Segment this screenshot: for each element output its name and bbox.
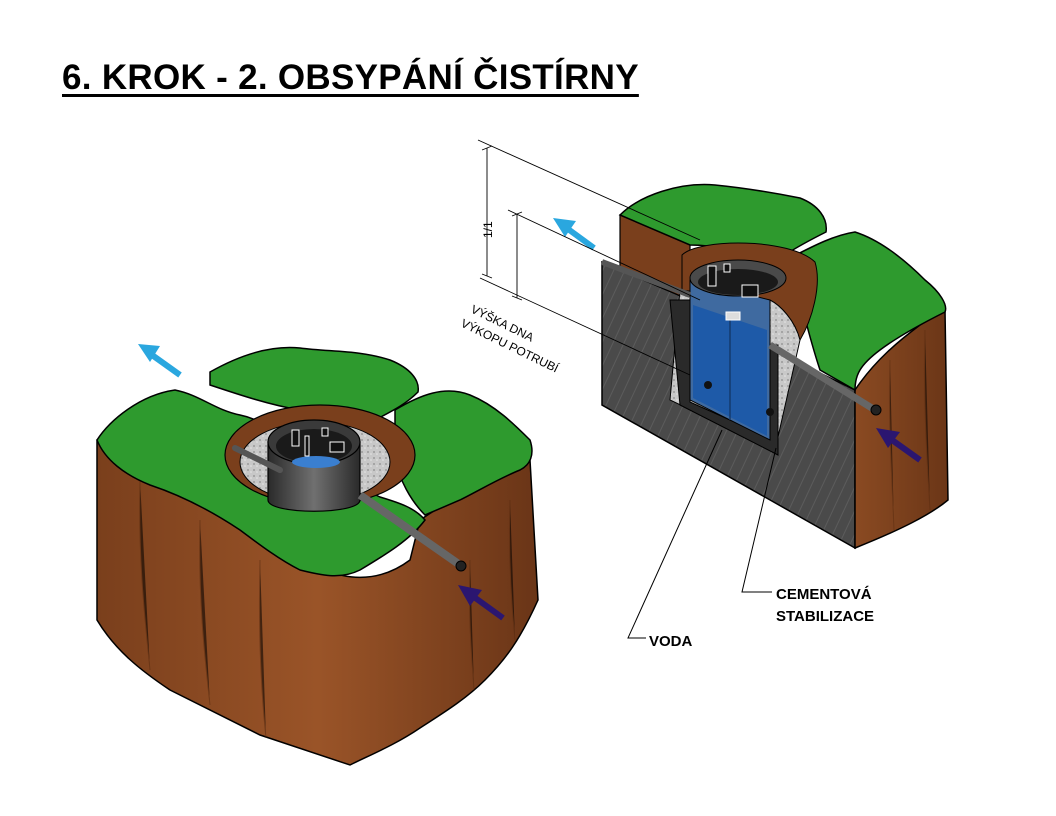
right-soil-block bbox=[600, 183, 949, 550]
right-tank-outlet-hole bbox=[704, 381, 712, 389]
right-outflow-pipe bbox=[600, 259, 692, 298]
left-pipe-end bbox=[455, 560, 467, 572]
cement-label-line1: CEMENTOVÁ bbox=[776, 586, 872, 603]
right-grass-side bbox=[789, 231, 947, 392]
right-tank-inlet-hole bbox=[766, 408, 774, 416]
callout-leaders bbox=[627, 429, 777, 639]
left-soil-block bbox=[96, 346, 539, 766]
right-outflow-arrow bbox=[553, 218, 596, 251]
page-title: 6. KROK - 2. OBSYPÁNÍ ČISTÍRNY bbox=[62, 58, 639, 97]
dimension-lines bbox=[477, 139, 701, 376]
left-tank-water bbox=[292, 456, 340, 468]
left-inflow-arrow bbox=[458, 585, 505, 621]
water-label: VODA bbox=[649, 633, 693, 650]
left-tank-internals bbox=[291, 427, 345, 457]
cement-label-line2: STABILIZACE bbox=[776, 608, 874, 625]
left-grass-back bbox=[209, 346, 419, 421]
right-tank-internals bbox=[707, 263, 759, 321]
left-outflow-pipe bbox=[232, 445, 283, 473]
left-grass-right bbox=[394, 390, 533, 516]
ratio-label: 1/1 bbox=[481, 221, 495, 238]
right-pipe-end bbox=[870, 404, 882, 416]
right-inflow-arrow bbox=[876, 428, 922, 463]
left-outflow-arrow bbox=[138, 344, 182, 378]
left-inflow-pipe bbox=[357, 491, 463, 569]
right-inflow-pipe bbox=[768, 342, 877, 413]
